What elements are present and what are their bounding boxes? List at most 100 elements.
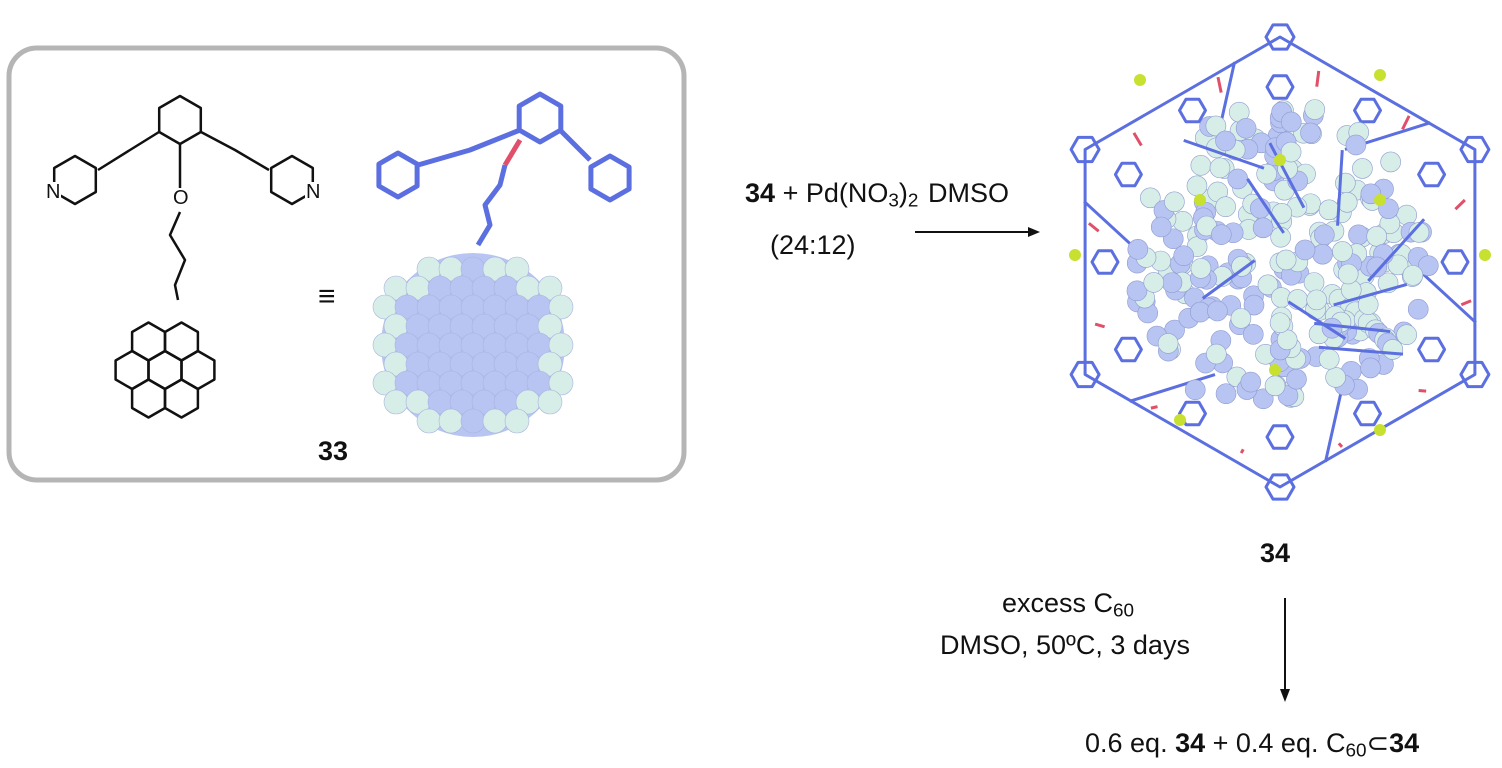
atom-sphere (1294, 239, 1316, 261)
cage-oxygen (1418, 388, 1427, 393)
reagent-text: + Pd(NO (782, 178, 889, 208)
atom-sphere (1402, 265, 1424, 286)
atom-sphere (460, 408, 486, 434)
atom-sphere (537, 389, 563, 415)
cage-34-model (1069, 23, 1491, 501)
atom-sphere (1408, 222, 1430, 243)
cage-ring (1090, 249, 1120, 275)
atom-sphere (1252, 388, 1274, 410)
product-compound: 34 (1389, 728, 1420, 758)
cage-strand (1318, 345, 1404, 356)
cage-oxygen (1337, 442, 1344, 448)
cage-ring (1417, 336, 1447, 363)
atom-sphere (1230, 308, 1252, 329)
model-pyridine-right (588, 153, 632, 203)
atom-sphere (1211, 224, 1232, 245)
atom-sphere (1126, 280, 1148, 302)
reaction-arrow-2 (1280, 598, 1290, 702)
atom-sphere (383, 389, 409, 415)
model-benzene-ring (516, 91, 564, 145)
atom-sphere (1215, 196, 1236, 218)
cage-oxygen (1150, 405, 1158, 410)
model-chain (475, 164, 508, 247)
atom-sphere (1312, 243, 1333, 265)
atom-sphere (1303, 272, 1325, 293)
palladium-atom (1374, 194, 1386, 206)
step1-ratio: (24:12) (770, 230, 856, 260)
atom-sphere (1127, 239, 1149, 260)
atom-sphere (1382, 339, 1404, 360)
cage-oxygen (1239, 448, 1245, 454)
atom-sphere (1190, 258, 1212, 279)
cage-strand (1268, 142, 1306, 209)
atom-sphere (1186, 175, 1208, 197)
atom-sphere (1227, 168, 1249, 190)
atom-sphere (1380, 151, 1401, 173)
atom-sphere (416, 408, 442, 434)
atom-sphere (1304, 99, 1326, 120)
atom-sphere (1161, 272, 1183, 293)
atom-sphere (1190, 155, 1212, 176)
palladium-atom (1069, 249, 1081, 261)
cage-ring (1264, 23, 1296, 51)
product-compound: 34 (1175, 728, 1206, 758)
cage-oxygen (1216, 76, 1223, 93)
palladium-atom (1194, 194, 1206, 206)
cage-strand (1336, 150, 1344, 226)
atom-sphere (1206, 343, 1227, 365)
atom-sphere (1240, 371, 1262, 393)
model-oxygen (502, 138, 523, 167)
cage-oxygen (1401, 115, 1411, 131)
cage-oxygen (1132, 132, 1143, 147)
compound-33-model (372, 91, 632, 437)
product-part: + 0.4 eq. C (1205, 728, 1346, 758)
atom-sphere (1143, 272, 1165, 293)
atom-sphere (1300, 122, 1321, 144)
step2-condition-1: excess C60 (1002, 590, 1134, 622)
reagent-compound: 34 (745, 178, 776, 208)
palladium-atom (1134, 74, 1146, 86)
palladium-atom (1274, 154, 1286, 166)
atom-sphere (537, 351, 563, 377)
atom-sphere (1314, 224, 1335, 246)
atom-sphere (504, 256, 530, 282)
atom-sphere (1306, 289, 1327, 311)
atom-sphere (1215, 383, 1237, 405)
cage-strand (1183, 138, 1265, 170)
atom-sphere (1318, 348, 1340, 370)
cage-strand (1333, 282, 1408, 307)
atom-sphere (548, 294, 574, 320)
atom-sphere (537, 313, 563, 339)
cage-ring (1069, 135, 1101, 164)
subscript: 2 (907, 190, 919, 212)
atom-sphere (1140, 187, 1161, 209)
model-alkyne-left (417, 127, 521, 168)
atom-sphere (1325, 367, 1346, 388)
atom-sphere (1209, 157, 1231, 179)
cage-oxygen (1094, 322, 1106, 329)
butyl-chain (168, 211, 187, 301)
atom-sphere (1366, 226, 1388, 247)
atom-sphere (1280, 141, 1302, 163)
cage-strand (1367, 218, 1426, 282)
cage-ring (1178, 97, 1207, 124)
compound-33-structure (52, 94, 315, 419)
cage-ring (1440, 249, 1470, 275)
nitrogen-atom-left: N (45, 181, 62, 203)
compound-33-box (6, 45, 687, 483)
subset-symbol: ⊂ (1366, 728, 1390, 758)
cage-ring (1069, 360, 1101, 389)
atom-sphere (1205, 115, 1227, 137)
atom-sphere (1337, 263, 1359, 285)
cage-ring (1265, 424, 1295, 450)
cage-strand (1246, 178, 1285, 234)
atom-sphere (504, 408, 530, 434)
cage-oxygen (1454, 198, 1466, 211)
model-alkyne-right (558, 128, 592, 162)
atom-sphere (1396, 324, 1417, 346)
atom-sphere (1360, 357, 1381, 379)
atom-sphere (1257, 274, 1279, 296)
step1-solvent: DMSO (928, 178, 1009, 208)
atom-sphere (1157, 333, 1179, 354)
cage-oxygen (1315, 70, 1321, 87)
